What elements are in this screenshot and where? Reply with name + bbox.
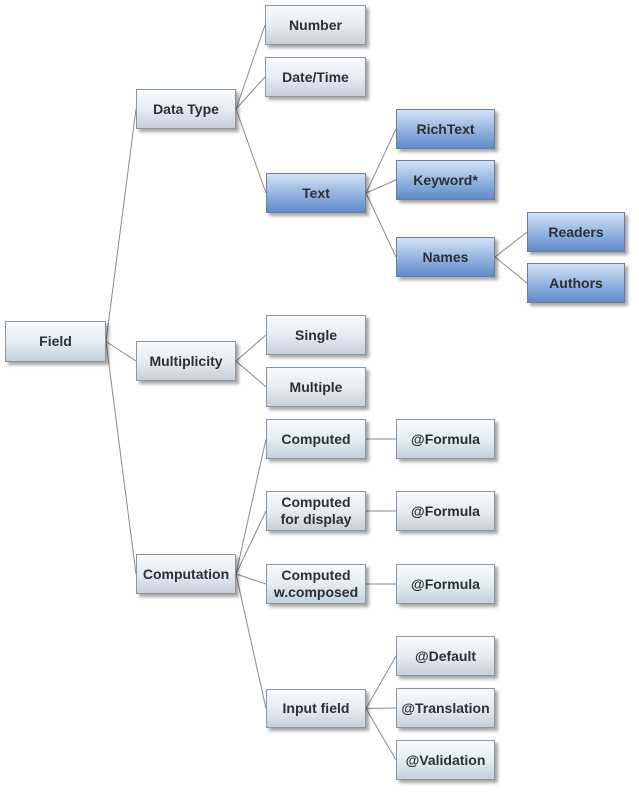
node-computed-for-display: Computed for display: [266, 491, 366, 531]
node-text: Text: [266, 173, 366, 213]
edge-data-type-to-date-time: [235, 76, 266, 110]
node-translation: @Translation: [396, 688, 495, 728]
edge-computation-to-input-field: [235, 573, 267, 709]
node-default: @Default: [396, 636, 495, 676]
edge-computation-to-computed-disp: [235, 510, 267, 575]
edge-field-to-data-type: [105, 108, 137, 342]
edge-input-field-to-validation: [365, 708, 397, 761]
node-computation: Computation: [136, 554, 236, 594]
edge-field-to-computation: [105, 341, 137, 575]
edge-computation-to-computed: [235, 438, 267, 575]
edge-names-to-authors: [494, 256, 528, 284]
node-formula-computed-for-display: @Formula: [396, 491, 495, 531]
node-keyword: Keyword*: [396, 160, 495, 200]
edge-text-to-names: [365, 192, 397, 258]
node-field: Field: [5, 321, 106, 362]
edge-data-type-to-number: [235, 24, 266, 110]
node-formula-computed-w-composed: @Formula: [396, 564, 495, 604]
edge-input-field-to-translation: [365, 707, 397, 709]
node-authors: Authors: [527, 263, 625, 303]
edge-computation-to-computed-comp: [235, 573, 267, 585]
node-number: Number: [265, 5, 366, 45]
node-multiple: Multiple: [266, 367, 366, 407]
edge-multiplicity-to-single: [235, 334, 267, 362]
node-single: Single: [266, 315, 366, 355]
node-richtext: RichText: [396, 109, 495, 149]
edge-text-to-keyword: [365, 179, 397, 194]
node-formula-computed: @Formula: [396, 419, 495, 459]
edge-data-type-to-text: [235, 108, 267, 194]
edge-text-to-richtext: [365, 128, 397, 194]
node-validation: @Validation: [396, 740, 495, 780]
edge-multiplicity-to-multiple: [235, 360, 267, 388]
node-readers: Readers: [527, 212, 625, 252]
node-computed: Computed: [266, 419, 366, 459]
node-multiplicity: Multiplicity: [136, 341, 236, 381]
node-names: Names: [396, 237, 495, 277]
node-computed-w-composed: Computed w.composed: [266, 564, 366, 604]
node-date-time: Date/Time: [265, 57, 366, 97]
node-input-field: Input field: [266, 689, 366, 728]
node-data-type: Data Type: [136, 89, 236, 129]
edge-names-to-readers: [494, 231, 528, 258]
edge-field-to-multiplicity: [105, 341, 137, 362]
edge-input-field-to-default: [365, 655, 397, 709]
